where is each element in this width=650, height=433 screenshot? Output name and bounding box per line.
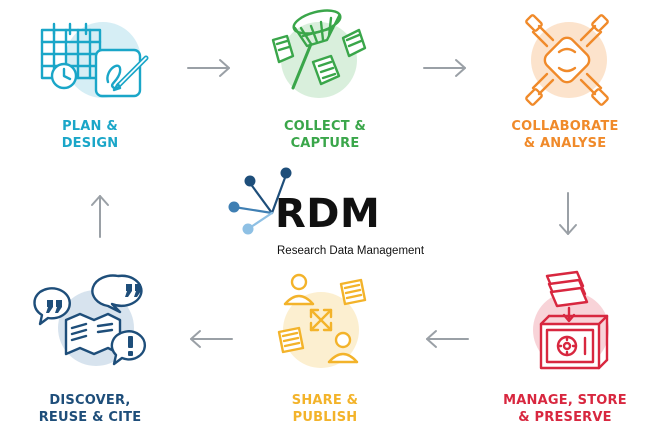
- step-label: MANAGE, STORE & PRESERVE: [503, 393, 627, 425]
- butterfly-net-icon: [271, 9, 367, 98]
- arrow-left-icon: [426, 330, 469, 348]
- arrow-left-icon: [190, 330, 233, 348]
- step-label: COLLECT & CAPTURE: [283, 119, 367, 151]
- safe-icon: [533, 270, 609, 370]
- share-people-icon: [277, 273, 367, 368]
- rdm-molecule-logo-icon: [228, 167, 292, 235]
- logo-subtitle: Research Data Management: [277, 245, 425, 257]
- arrow-down-icon: [559, 192, 577, 235]
- step-label: DISCOVER, REUSE & CITE: [38, 393, 142, 425]
- step-label: PLAN & DESIGN: [61, 119, 119, 151]
- step-label: SHARE & PUBLISH: [291, 393, 359, 425]
- calendar-pencil-icon: [40, 22, 149, 98]
- arrow-up-icon: [91, 195, 109, 238]
- arrow-right-icon: [423, 59, 466, 77]
- quote-bubbles-icon: [33, 274, 147, 366]
- arrow-right-icon: [187, 59, 230, 77]
- step-label: COLLABORATE & ANALYSE: [511, 119, 619, 151]
- joined-hands-icon: [525, 14, 609, 106]
- logo-title: RDM: [275, 191, 381, 237]
